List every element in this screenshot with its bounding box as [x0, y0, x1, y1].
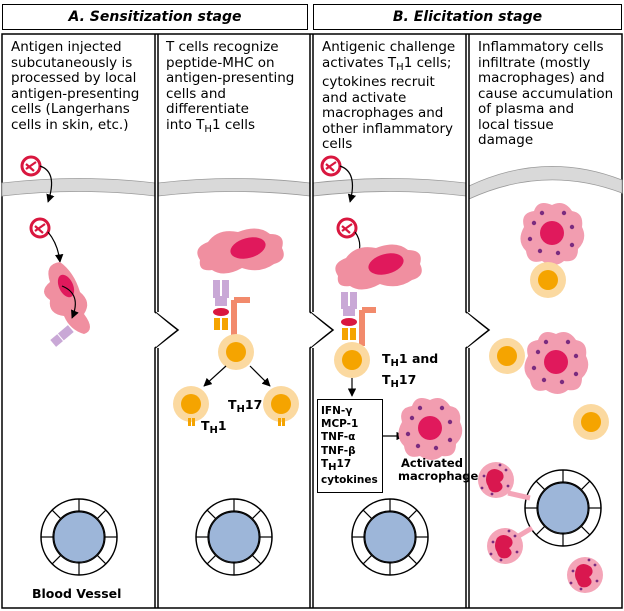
cytokine-item: MCP-1 — [321, 418, 359, 431]
subscript: H — [390, 358, 399, 369]
desc-line: Antigen injected — [11, 39, 122, 55]
label-line: Activated — [401, 456, 463, 470]
desc-line: activates TH1 cells; — [322, 54, 455, 76]
text-part: T — [228, 397, 237, 412]
desc-line: macrophages and — [322, 105, 444, 121]
text-part: 1 cells — [211, 116, 256, 133]
text-part: T — [382, 351, 391, 366]
blood-vessel-label: Blood Vessel — [32, 586, 122, 601]
label-line: macrophage — [398, 469, 479, 483]
text-part: activates T — [322, 54, 397, 71]
panel-3-description: Antigenic challenge activates TH1 cells;… — [322, 39, 456, 153]
desc-line: Inflammatory cells — [478, 39, 604, 55]
sensitization-stage-header: A. Sensitization stage — [2, 4, 308, 30]
desc-line: processed by local — [11, 70, 137, 86]
panel-2-description: T cells recognize peptide-MHC on antigen… — [166, 39, 295, 138]
desc-line: antigen-presenting — [166, 70, 295, 86]
desc-line: cells — [322, 136, 353, 152]
subscript: H — [236, 404, 245, 415]
desc-line: subcutaneously is — [11, 54, 133, 71]
label-line: TH17 — [382, 372, 438, 393]
desc-line: into TH1 cells — [166, 116, 294, 138]
subscript: H — [209, 425, 218, 436]
subscript: H — [204, 123, 212, 135]
text-part: 1 cells; — [403, 54, 452, 71]
cytokine-item: IFN-γ — [321, 405, 353, 417]
desc-line: cause accumulation — [478, 85, 614, 102]
text-part: T — [382, 372, 391, 387]
desc-line: cells (Langerhans — [11, 101, 130, 117]
th1-and-th17-label: TH1 and TH17 — [382, 351, 438, 393]
cytokine-item: cytokines — [321, 474, 378, 487]
elicitation-stage-header: B. Elicitation stage — [313, 4, 622, 30]
desc-line: macrophages) and — [478, 70, 605, 86]
cytokines-box: IFN-γ MCP-1 TNF-α TNF-β TH17 cytokines — [317, 399, 383, 493]
desc-line: cytokines recruit — [322, 74, 435, 90]
text-part: 17 — [398, 372, 417, 387]
subscript: H — [328, 461, 337, 473]
cytokine-item: TNF-α — [321, 431, 356, 444]
desc-line: and activate — [322, 89, 407, 106]
desc-line: cells in skin, etc.) — [11, 116, 129, 133]
text-part: T — [201, 418, 210, 433]
panel-4-description: Inflammatory cells infiltrate (mostly ma… — [478, 39, 614, 149]
desc-line: cells and — [166, 85, 226, 102]
th17-label: TH17 — [228, 397, 262, 415]
cytokine-item: TNF-β — [321, 444, 356, 457]
cytokine-item: TH17 — [321, 458, 382, 474]
panel-1-description: Antigen injected subcutaneously is proce… — [11, 39, 140, 133]
text-part: 1 — [217, 418, 227, 433]
desc-line: T cells recognize — [166, 39, 279, 55]
th1-label: TH1 — [201, 418, 227, 436]
desc-line: of plasma and — [478, 101, 575, 117]
desc-line: local tissue — [478, 116, 554, 133]
desc-line: differentiate — [166, 101, 249, 117]
desc-line: damage — [478, 132, 534, 148]
desc-line: peptide-MHC on — [166, 54, 275, 71]
text-part: T — [321, 457, 329, 470]
text-part: into T — [166, 116, 205, 133]
text-part: 1 and — [398, 351, 439, 366]
activated-macrophage-label: Activated macrophage — [398, 456, 479, 483]
text-part: 17 — [244, 397, 263, 412]
desc-line: antigen-presenting — [11, 85, 140, 102]
subscript: H — [396, 61, 404, 73]
desc-line: other inflammatory — [322, 120, 454, 137]
desc-line: Antigenic challenge — [322, 39, 456, 55]
text-part: 17 — [336, 457, 352, 470]
label-line: TH1 and — [382, 351, 438, 372]
subscript: H — [390, 379, 399, 390]
desc-line: infiltrate (mostly — [478, 54, 591, 71]
